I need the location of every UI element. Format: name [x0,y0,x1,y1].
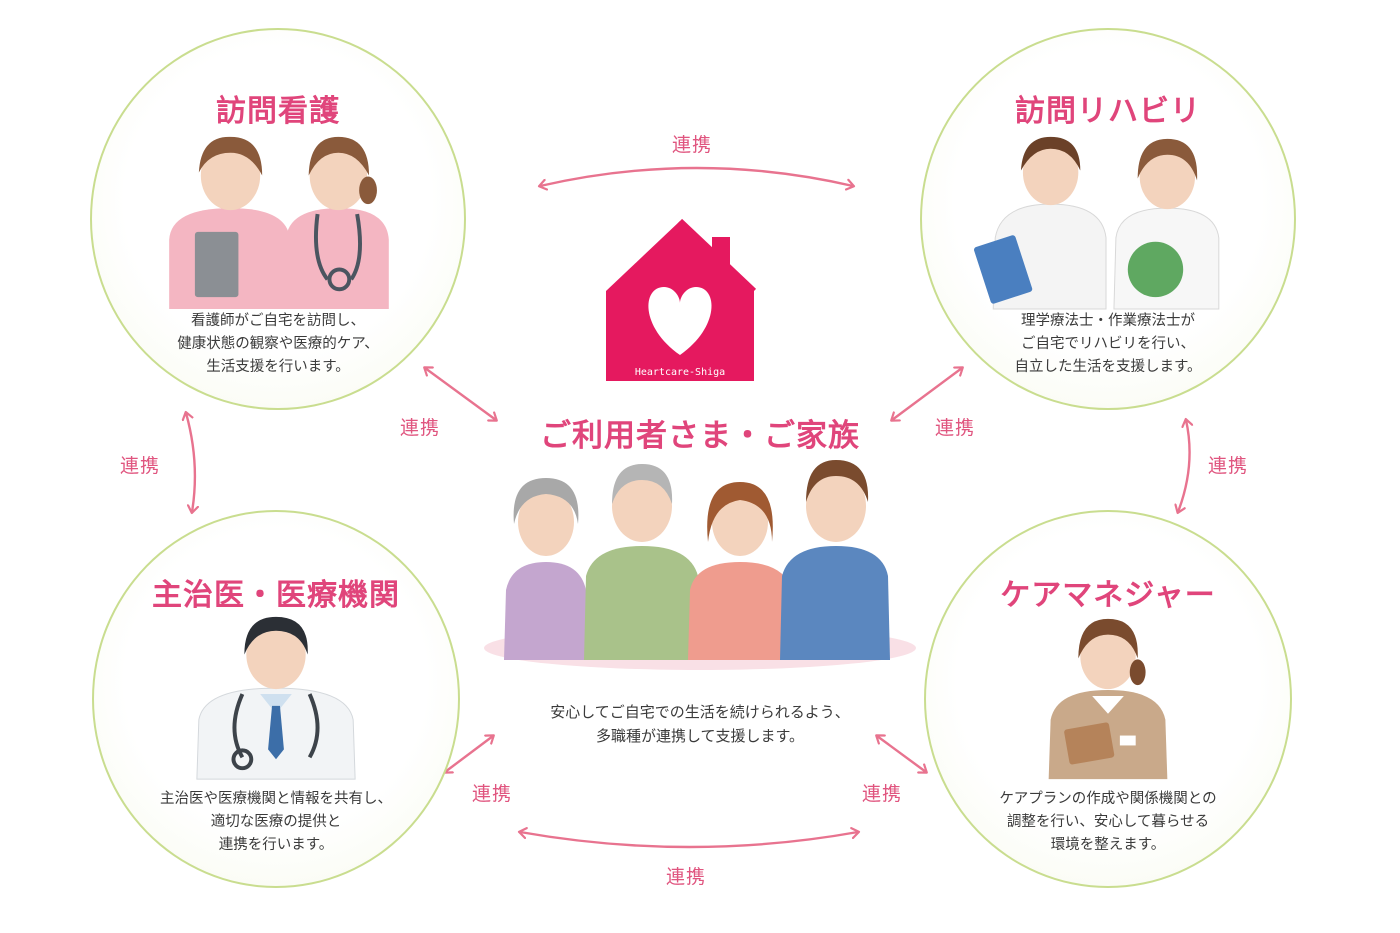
node-rehab: 訪問リハビリ 理学療法士・作業療法士が ご自宅でリハビリを行い、 自立した生活を… [920,28,1296,410]
arrow-caremanager-center [877,736,926,772]
family-illustration [484,460,916,670]
node-title: ケアマネジャー [1000,578,1216,613]
therapists-illustration [974,136,1220,310]
node-doctor: 主治医・医療機関 主治医や医療機関と情報を共有し、 適切な医療の提供と 連携を行… [92,510,460,888]
house-heart-logo: Heartcare-Shiga [606,218,757,381]
caremanager-illustration [1048,618,1168,780]
arrow-left [186,413,195,512]
link-label-doctor-center: 連携 [472,783,513,805]
node-caremanager: ケアマネジャー ケアプランの作成や関係機関との 調整を行い、安心して暮らせる 環… [924,510,1292,888]
node-title: 訪問リハビリ [1015,94,1201,129]
arrow-bottom [520,832,858,849]
link-label-nursing-center: 連携 [400,417,441,439]
link-label-caremanager-center: 連携 [862,783,903,805]
arrow-doctor-center [445,736,493,772]
center-description: 安心してご自宅での生活を続けられるよう、 多職種が連携して支援します。 [550,703,850,745]
arrow-rehab-center [892,368,962,420]
link-label-rehab-center: 連携 [935,417,976,439]
link-label-top: 連携 [672,134,713,156]
arrow-top [540,166,853,186]
link-label-right: 連携 [1208,455,1249,477]
nurses-illustration [169,136,389,310]
arrow-right [1178,420,1190,512]
logo-text: Heartcare-Shiga [635,367,725,378]
center-title: ご利用者さま・ご家族 [540,418,860,454]
link-label-bottom: 連携 [666,866,707,888]
node-description: 看護師がご自宅を訪問し、 健康状態の観察や医療的ケア、 生活支援を行います。 [177,313,379,375]
node-description: 主治医や医療機関と情報を共有し、 適切な医療の提供と 連携を行います。 [160,791,392,853]
node-nursing: 訪問看護 看護師がご自宅を訪問し、 健康状態の観察や医療的ケア、 生活支援を行い… [90,28,466,410]
node-title: 訪問看護 [216,94,340,129]
node-title: 主治医・医療機関 [152,578,400,613]
arrow-nursing-center [425,368,496,420]
link-label-left: 連携 [120,455,161,477]
node-description: ケアプランの作成や関係機関との 調整を行い、安心して暮らせる 環境を整えます。 [999,791,1217,853]
node-description: 理学療法士・作業療法士が ご自宅でリハビリを行い、 自立した生活を支援します。 [1014,313,1202,375]
doctor-illustration [196,616,356,780]
